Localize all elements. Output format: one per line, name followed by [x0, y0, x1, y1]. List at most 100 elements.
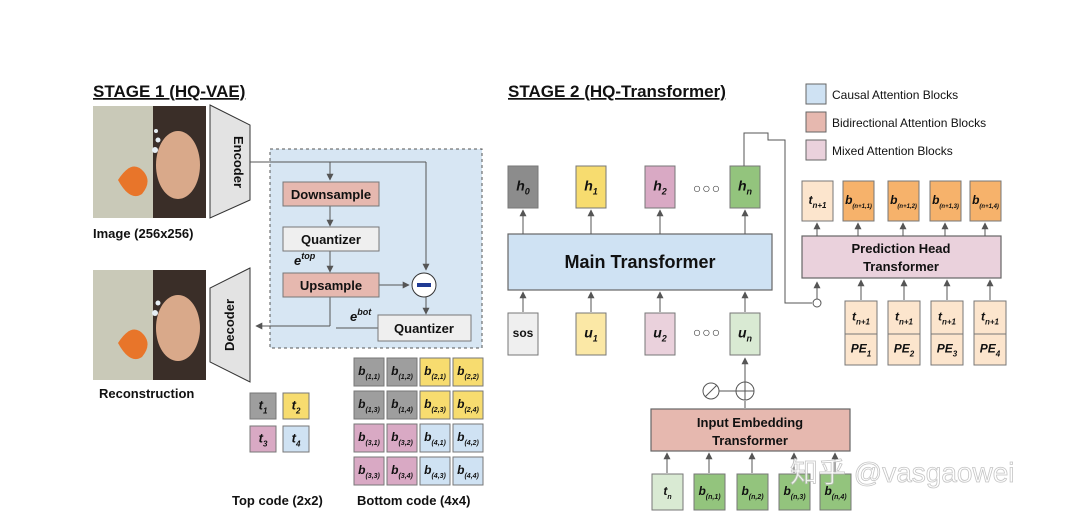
prediction-head-block — [801, 235, 1002, 279]
bottom-code-cell: b(4,2) — [452, 423, 484, 453]
token-label: h2 — [653, 178, 667, 197]
token-label: u2 — [653, 325, 667, 344]
legend-label: Causal Attention Blocks — [832, 88, 958, 102]
legend-swatch — [805, 139, 827, 161]
token-label: tn+1 — [852, 310, 871, 327]
head-input-token: tn+1 — [930, 300, 964, 335]
positional-embedding: PE3 — [930, 333, 964, 366]
token-label: b(2,2) — [457, 364, 479, 381]
input-token: u2 — [644, 312, 676, 356]
token-label: b(2,4) — [457, 397, 479, 414]
legend-swatch — [805, 111, 827, 133]
input-embedding-label-2: Transformer — [712, 433, 788, 448]
output-token: h1 — [575, 165, 607, 209]
token-label: b(n,1) — [698, 484, 721, 501]
head-output-token: b(n+1,1) — [842, 180, 875, 222]
embed-input-token: b(n,1) — [693, 473, 726, 511]
inputs-ellipsis: ○○○ — [693, 324, 721, 340]
input-token: un — [729, 312, 761, 356]
head-output-token: b(n+1,2) — [887, 180, 920, 222]
encoder-label: Encoder — [231, 136, 246, 188]
token-label: PE4 — [980, 342, 1001, 359]
token-label: u1 — [584, 325, 598, 344]
inputs-row: sos u1 u2 un — [507, 291, 761, 356]
positional-embedding: PE4 — [973, 333, 1007, 366]
token-label: b(1,2) — [391, 364, 413, 381]
token-label: b(4,2) — [457, 430, 479, 447]
prediction-head-label-1: Prediction Head — [852, 241, 951, 256]
quantizer-top-block — [282, 226, 380, 252]
head-output-token: b(n+1,3) — [929, 180, 962, 222]
input-token: sos — [507, 312, 539, 356]
token-label: tn — [663, 484, 671, 501]
bottom-code-cell: b(1,3) — [353, 390, 385, 420]
positional-embedding: PE2 — [887, 333, 921, 366]
legend-label: Mixed Attention Blocks — [832, 144, 953, 158]
token-label: b(1,3) — [358, 397, 380, 414]
e-top-label: etop — [294, 251, 316, 268]
downsample-label: Downsample — [291, 187, 371, 202]
bottom-code-cell: b(1,2) — [386, 357, 418, 387]
quantizer-top-label: Quantizer — [301, 232, 361, 247]
token-label: b(n,3) — [783, 484, 806, 501]
embed-input-token: b(n,3) — [778, 473, 811, 511]
token-label: sos — [513, 326, 534, 340]
legend-label: Bidirectional Attention Blocks — [832, 116, 986, 130]
bottom-code-cell: b(1,4) — [386, 390, 418, 420]
token-label: un — [738, 325, 753, 344]
input-image — [93, 106, 206, 218]
token-label: t1 — [259, 397, 268, 415]
bottom-code-cell: b(2,3) — [419, 390, 451, 420]
top-code-label: Top code (2x2) — [232, 493, 323, 508]
bottom-code-grid: b(1,1)b(1,2)b(2,1)b(2,2)b(1,3)b(1,4)b(2,… — [353, 357, 484, 486]
output-token: h2 — [644, 165, 676, 209]
input-token: u1 — [575, 312, 607, 356]
stage1-title: STAGE 1 (HQ-VAE) — [93, 82, 245, 101]
positional-embedding: PE1 — [844, 333, 878, 366]
quantizer-bottom-label: Quantizer — [394, 321, 454, 336]
bottom-code-cell: b(3,2) — [386, 423, 418, 453]
output-token: h0 — [507, 165, 539, 209]
token-label: t4 — [292, 430, 301, 448]
token-label: b(n+1,4) — [972, 193, 999, 210]
input-embedding-block — [650, 408, 851, 452]
bottom-code-cell: b(4,4) — [452, 456, 484, 486]
token-label: b(3,1) — [358, 430, 380, 447]
token-label: b(3,3) — [358, 463, 380, 480]
token-label: t3 — [259, 430, 268, 448]
downsample-block — [282, 181, 380, 207]
token-label: tn+1 — [938, 310, 957, 327]
top-code-cell: t3 — [249, 425, 277, 453]
image-caption: Image (256x256) — [93, 226, 193, 241]
top-code-cell: t1 — [249, 392, 277, 420]
token-label: b(n,4) — [824, 484, 847, 501]
head-output-token: b(n+1,4) — [969, 180, 1002, 222]
token-label: PE2 — [894, 342, 915, 359]
main-transformer-label: Main Transformer — [564, 252, 715, 272]
token-label: b(4,1) — [424, 430, 446, 447]
head-output-token: tn+1 — [801, 180, 834, 222]
top-code-cell: t4 — [282, 425, 310, 453]
token-label: b(4,4) — [457, 463, 479, 480]
legend-swatch — [805, 83, 827, 105]
watermark: 知乎 @vasgaowei — [790, 457, 1015, 488]
token-label: b(3,2) — [391, 430, 413, 447]
main-transformer-block — [507, 233, 773, 291]
outputs-ellipsis: ○○○ — [693, 180, 721, 196]
bottom-code-cell: b(2,4) — [452, 390, 484, 420]
token-label: b(1,1) — [358, 364, 380, 381]
token-label: t2 — [292, 397, 301, 415]
token-label: b(1,4) — [391, 397, 413, 414]
token-label: b(4,3) — [424, 463, 446, 480]
token-label: b(3,4) — [391, 463, 413, 480]
top-code-grid: t1 t2 t3 t4 — [249, 392, 310, 453]
reconstruction-caption: Reconstruction — [99, 386, 194, 401]
head-input-token: tn+1 — [973, 300, 1007, 335]
bottom-code-cell: b(2,2) — [452, 357, 484, 387]
token-label: PE1 — [851, 342, 872, 359]
output-token: hn — [729, 165, 761, 209]
stage2-title: STAGE 2 (HQ-Transformer) — [508, 82, 726, 101]
